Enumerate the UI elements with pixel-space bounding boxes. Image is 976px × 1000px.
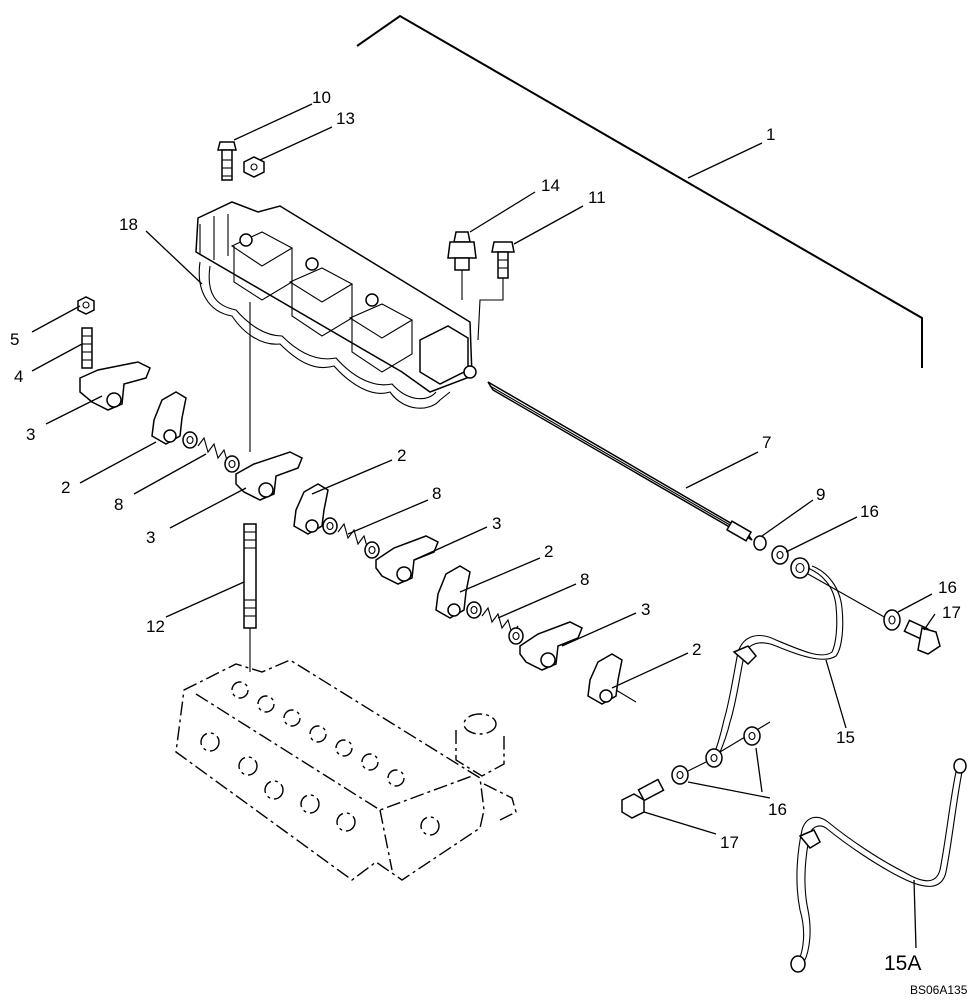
oil-pipe-15A	[790, 758, 967, 973]
callout-14: 14	[541, 176, 560, 195]
bolt-17-lower	[621, 778, 665, 819]
callout-3-center: 3	[492, 514, 501, 533]
callout-3-center-left: 3	[146, 528, 155, 547]
snap-ring-9	[753, 535, 767, 551]
callout-5: 5	[10, 330, 19, 349]
leader-lines	[31, 103, 936, 949]
nut-5	[77, 296, 95, 315]
washer-16-lower-b	[671, 761, 707, 785]
callout-10: 10	[312, 88, 331, 107]
callout-labels: 1 10 13 14 11 18 5 4 3 2 8 3 12 2 8 3 2 …	[10, 88, 968, 997]
washer-right	[466, 601, 482, 619]
banjo-fitting-lower	[705, 721, 771, 768]
washer-16-right	[883, 609, 901, 631]
valve-cover-gasket	[198, 261, 451, 409]
bolt-17-right	[903, 619, 941, 655]
bolt-10	[217, 141, 237, 181]
callout-16-shaft: 16	[860, 502, 879, 521]
stud-12	[243, 523, 257, 629]
rocker-arm-3-left	[79, 361, 151, 411]
callout-12: 12	[146, 617, 165, 636]
drawing-code: BS06A135	[910, 983, 968, 997]
callout-3-left: 3	[26, 425, 35, 444]
nut-13	[243, 156, 265, 178]
rocker-arm-2-right	[587, 653, 637, 705]
washer-16-lower-a	[743, 726, 761, 746]
rocker-arm-3-center	[375, 535, 439, 585]
assembly-bracket	[356, 14, 923, 368]
callout-9: 9	[816, 485, 825, 504]
adjusting-screw-4	[81, 327, 93, 369]
rocker-arm-2-left	[151, 391, 187, 445]
pressure-switch-14	[447, 231, 477, 300]
washer-right-2	[508, 627, 524, 645]
callout-17-right: 17	[942, 603, 961, 622]
callout-8-right: 8	[580, 570, 589, 589]
callout-2-right: 2	[692, 640, 701, 659]
callout-2-left: 2	[61, 478, 70, 497]
oil-pipe-15	[711, 565, 844, 763]
callout-15A: 15A	[884, 952, 921, 975]
cylinder-head-phantom	[175, 659, 517, 881]
washer-left	[182, 431, 198, 449]
rocker-arm-2-center	[293, 483, 329, 535]
washer-left-2	[224, 455, 240, 473]
washer-center-2	[364, 541, 380, 559]
callout-3-right: 3	[641, 600, 650, 619]
callout-2-center-right: 2	[544, 542, 553, 561]
rocker-arm-3-center-left	[235, 451, 303, 501]
callout-17-lower: 17	[720, 833, 739, 852]
callout-11: 11	[588, 188, 606, 207]
rocker-arm-2-center-right	[435, 565, 471, 619]
washer-16-shaft	[771, 545, 789, 565]
callout-2-center: 2	[397, 446, 406, 465]
callout-8-center: 8	[432, 484, 441, 503]
banjo-fitting	[790, 557, 887, 619]
bolt-11	[477, 241, 515, 341]
callout-8-left: 8	[114, 495, 123, 514]
callout-4: 4	[14, 367, 23, 386]
callout-16-right: 16	[938, 578, 957, 597]
callout-18: 18	[119, 215, 138, 234]
rocker-arm-3-right	[519, 621, 583, 671]
callout-13: 13	[336, 109, 355, 128]
callout-16-lower: 16	[768, 800, 787, 819]
rocker-support-housing	[195, 201, 477, 393]
callout-7: 7	[762, 433, 771, 452]
callout-15: 15	[836, 728, 855, 747]
washer-center	[322, 517, 338, 535]
callout-1: 1	[766, 125, 775, 144]
rocker-shaft	[487, 381, 753, 542]
